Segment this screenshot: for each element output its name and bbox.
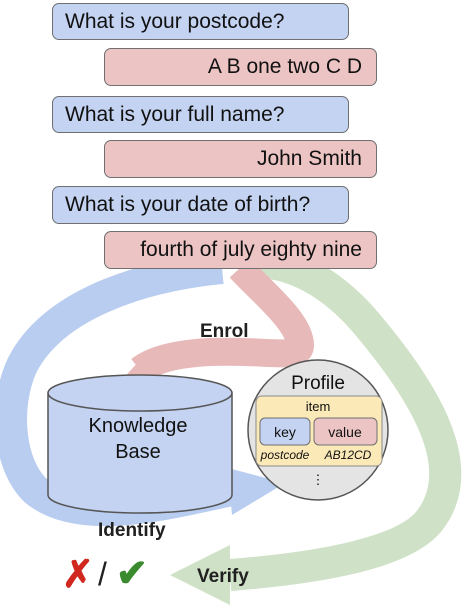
result-separator: / bbox=[98, 556, 107, 592]
profile-example-value: AB12CD bbox=[324, 448, 372, 462]
knowledge-base-cylinder bbox=[47, 393, 233, 514]
knowledge-base-top bbox=[47, 374, 233, 412]
knowledge-base-label-line2: Base bbox=[115, 441, 161, 463]
verify-flow-arrow bbox=[228, 246, 462, 591]
identify-label: Identify bbox=[98, 520, 166, 541]
profile-example-key: postcode bbox=[260, 448, 310, 462]
answer-postcode: A B one two C D bbox=[104, 48, 377, 86]
profile-value-box bbox=[313, 417, 378, 446]
profile-key-label: key bbox=[274, 424, 296, 440]
profile-key-box bbox=[259, 417, 311, 446]
reject-cross-icon: ✗ bbox=[62, 554, 94, 596]
question-postcode: What is your postcode? bbox=[52, 3, 349, 40]
question-date-of-birth: What is your date of birth? bbox=[52, 186, 349, 224]
question-full-name: What is your full name? bbox=[52, 96, 349, 133]
profile-more-indicator: ⋮ bbox=[312, 472, 325, 487]
enrol-label: Enrol bbox=[200, 321, 249, 342]
profile-item-label: item bbox=[306, 399, 331, 414]
verify-label: Verify bbox=[197, 566, 249, 587]
answer-full-name: John Smith bbox=[104, 140, 377, 178]
knowledge-base-label-line1: Knowledge bbox=[89, 415, 188, 437]
answer-date-of-birth: fourth of july eighty nine bbox=[104, 231, 377, 269]
verify-arrowhead bbox=[170, 545, 230, 605]
accept-check-icon: ✔ bbox=[116, 553, 148, 595]
enrol-flow-arrow bbox=[131, 258, 315, 382]
profile-title: Profile bbox=[291, 373, 345, 394]
profile-value-label: value bbox=[328, 424, 362, 440]
